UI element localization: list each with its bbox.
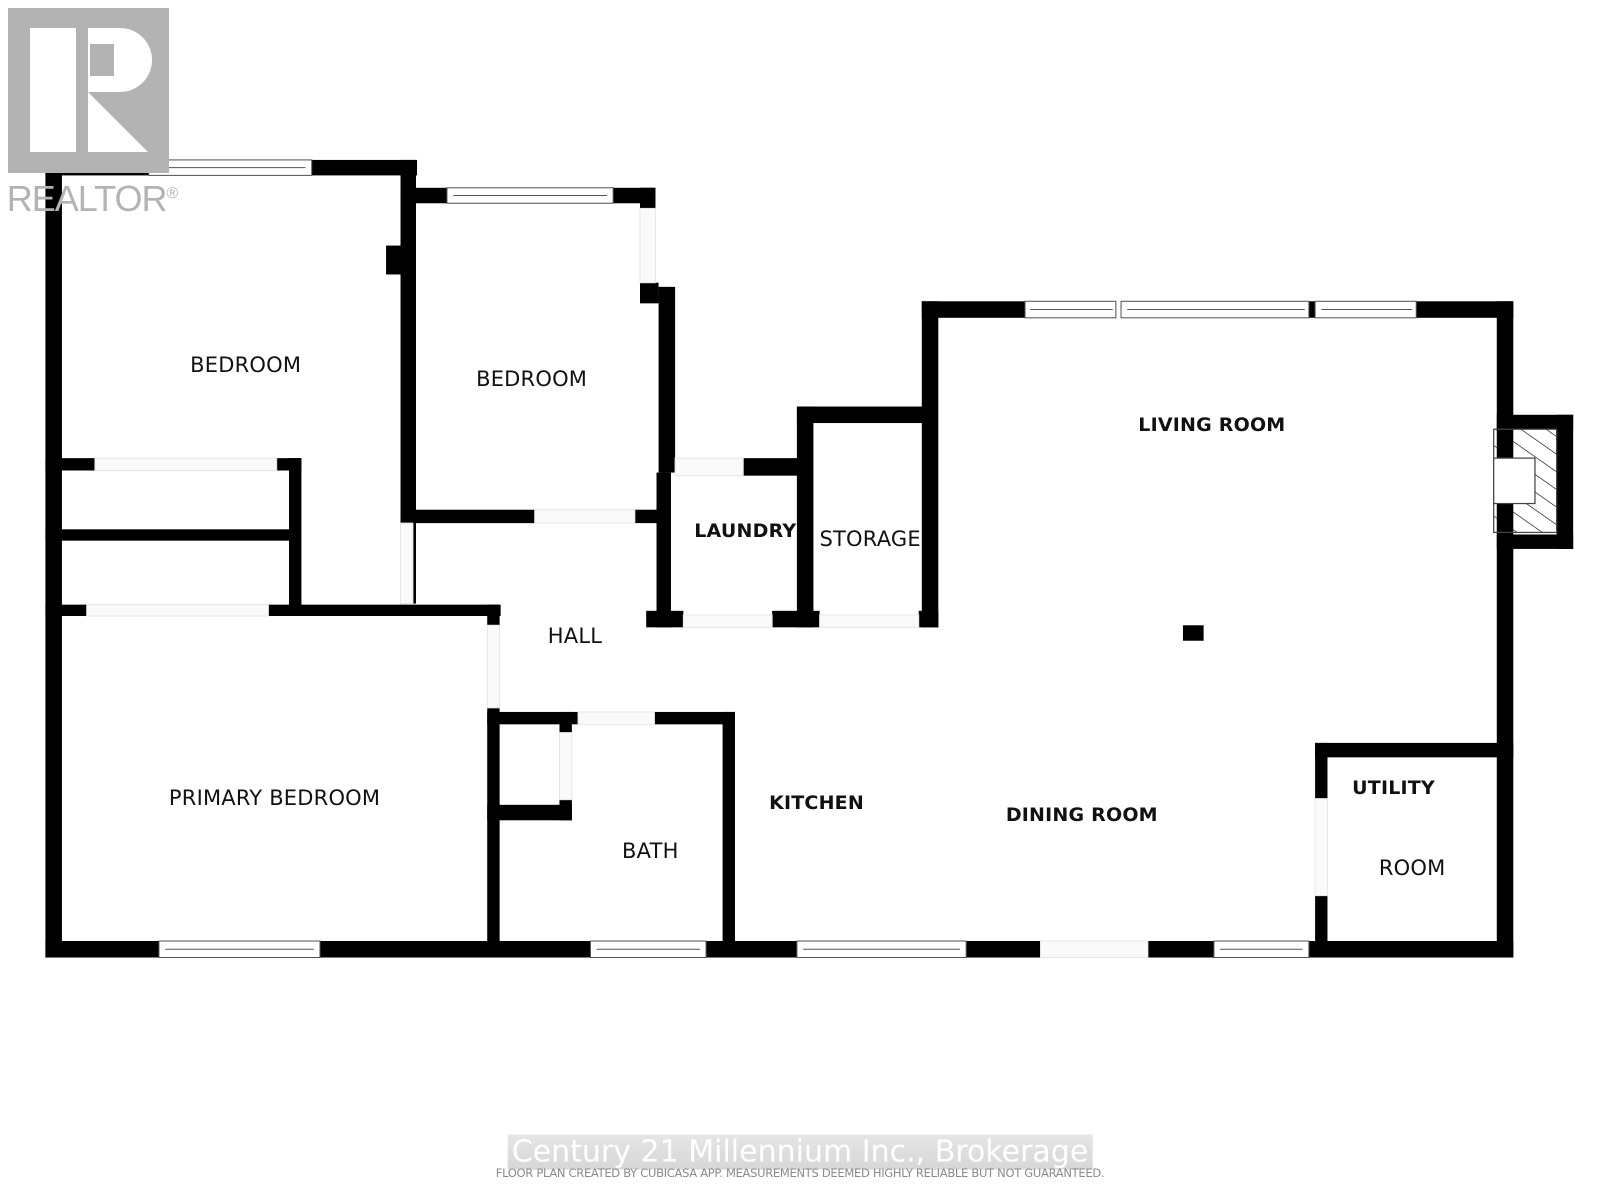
- walls: [45, 159, 1574, 958]
- room-label-storage: STORAGE: [819, 526, 921, 551]
- realtor-wordmark: REALTOR: [6, 178, 168, 219]
- room-label-hall: HALL: [547, 623, 603, 648]
- room-label-bath: BATH: [622, 839, 679, 864]
- floorplan-disclaimer: FLOOR PLAN CREATED BY CUBICASA APP. MEAS…: [495, 1166, 1105, 1180]
- room-label-primary-bedroom: PRIMARY BEDROOM: [168, 785, 381, 810]
- fireplace-icon: [1493, 428, 1558, 534]
- brokerage-watermark: Century 21 Millennium Inc., Brokerage: [507, 1134, 1093, 1170]
- room-label-dining-room: DINING ROOM: [1005, 804, 1158, 827]
- registered-mark: ®: [166, 185, 178, 202]
- realtor-logo-text: REALTOR®: [7, 178, 178, 220]
- room-label-bedroom-2: BEDROOM: [476, 366, 588, 391]
- room-label-kitchen: KITCHEN: [769, 791, 864, 814]
- room-label-living-room: LIVING ROOM: [1138, 414, 1286, 437]
- door-openings: [86, 207, 1328, 959]
- windows: [148, 159, 1417, 959]
- room-label-utility-room-line2: ROOM: [1378, 855, 1446, 880]
- realtor-r-logo-icon: [8, 8, 169, 173]
- room-label-bedroom-1: BEDROOM: [190, 353, 302, 378]
- room-label-laundry: LAUNDRY: [694, 520, 797, 543]
- room-label-utility-room-line1: UTILITY: [1352, 777, 1435, 800]
